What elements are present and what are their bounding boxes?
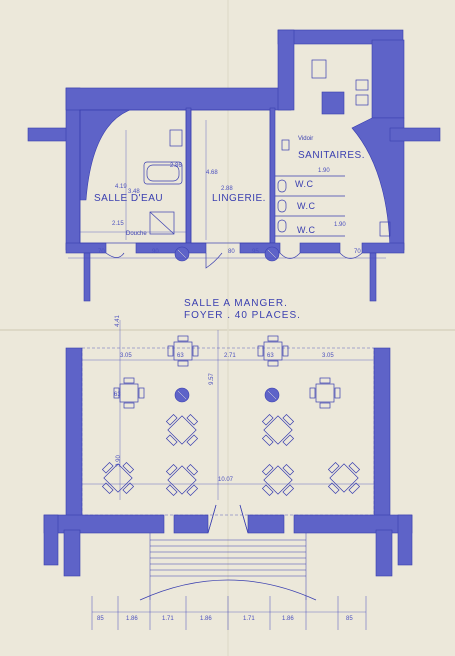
dimension-label: 1.71 xyxy=(243,616,255,622)
sink xyxy=(169,129,183,147)
wall xyxy=(79,109,131,201)
dimension-label: 3.05 xyxy=(120,353,132,359)
dimension-label: 2.71 xyxy=(224,353,236,359)
wall xyxy=(375,529,393,577)
wall xyxy=(293,514,413,534)
wall xyxy=(247,514,285,534)
wall xyxy=(63,529,81,577)
wall xyxy=(135,242,207,254)
table-with-chairs xyxy=(261,413,295,447)
wall xyxy=(43,514,59,566)
wall xyxy=(371,39,405,119)
dimension-label: 2.86 xyxy=(170,163,182,169)
wall xyxy=(389,127,441,142)
dimension-label: 1.86 xyxy=(200,616,212,622)
label-vidoir: Vidoir xyxy=(298,136,314,142)
dimension-label: 4.41 xyxy=(114,315,121,327)
wall xyxy=(321,91,345,115)
dimension-label: 1.90 xyxy=(318,168,330,174)
dimension-label: 90 xyxy=(152,249,159,255)
dimension-label: 9.57 xyxy=(208,373,215,385)
dimension-label: 3.05 xyxy=(322,353,334,359)
plan-title-line-1: SALLE A MANGER. xyxy=(184,298,288,309)
table-with-chairs xyxy=(165,413,199,447)
wall xyxy=(361,242,405,254)
wall xyxy=(185,107,192,244)
table-with-chairs xyxy=(165,463,199,497)
dimension-label: 1.90 xyxy=(334,222,346,228)
dimension-label: 1.71 xyxy=(162,616,174,622)
table-with-chairs xyxy=(261,463,295,497)
wc-toilet xyxy=(277,199,287,213)
dimension-label: 70 xyxy=(354,249,361,255)
wall xyxy=(373,347,391,519)
urinal xyxy=(281,139,290,151)
room-label-sanitaires: SANITAIRES. xyxy=(298,150,365,161)
sink xyxy=(355,79,369,91)
shower xyxy=(149,211,175,235)
dimension-label: 10.07 xyxy=(218,477,234,483)
room-label-wc-3: W.C xyxy=(297,225,316,235)
wall xyxy=(65,87,81,251)
room-label-lingerie: LINGERIE. xyxy=(212,193,266,204)
dimension-label: 1.86 xyxy=(282,616,294,622)
dimension-label: 95 xyxy=(252,249,259,255)
wall xyxy=(397,514,413,566)
room-label-wc-2: W.C xyxy=(297,201,316,211)
wall xyxy=(43,514,165,534)
room-label-wc-1: W.C xyxy=(295,179,314,189)
dimension-label: 4.19 xyxy=(115,184,127,190)
table-with-chairs xyxy=(309,377,341,409)
wall xyxy=(269,107,276,244)
dimension-label: 3.48 xyxy=(128,189,140,195)
sink xyxy=(355,94,369,106)
wall xyxy=(65,347,83,519)
wall xyxy=(299,242,341,254)
bathtub xyxy=(143,161,183,185)
dimension-label: 63 xyxy=(267,353,274,359)
dimension-label: 63 xyxy=(177,353,184,359)
table-with-chairs xyxy=(327,461,361,495)
dimension-label: 4.68 xyxy=(206,170,218,176)
room-label-salle-deau: SALLE D'EAU xyxy=(94,193,164,204)
table-with-chairs xyxy=(101,461,135,495)
table-with-chairs xyxy=(257,335,289,367)
wall xyxy=(277,29,295,111)
wall xyxy=(369,252,377,302)
wc-toilet xyxy=(277,219,287,233)
dimension-label: 85 xyxy=(346,616,353,622)
dimension-label: 1.86 xyxy=(126,616,138,622)
dimension-label: 2.88 xyxy=(221,186,233,192)
wall xyxy=(65,87,292,111)
label-douche: Douche xyxy=(126,231,147,237)
wall xyxy=(173,514,209,534)
sink xyxy=(379,221,391,237)
wall xyxy=(83,252,91,302)
table-with-chairs xyxy=(167,335,199,367)
dimension-label: 70 xyxy=(98,249,105,255)
dimension-label: 80 xyxy=(228,249,235,255)
dimension-label: 63 xyxy=(114,392,121,398)
dimension-label: 3.90 xyxy=(115,455,122,467)
dimension-label: 2.15 xyxy=(112,221,124,227)
dimension-label: 85 xyxy=(97,616,104,622)
wc-toilet xyxy=(277,179,287,193)
plan-title-line-2: FOYER . 40 PLACES. xyxy=(184,310,301,321)
vidoir xyxy=(311,59,327,79)
